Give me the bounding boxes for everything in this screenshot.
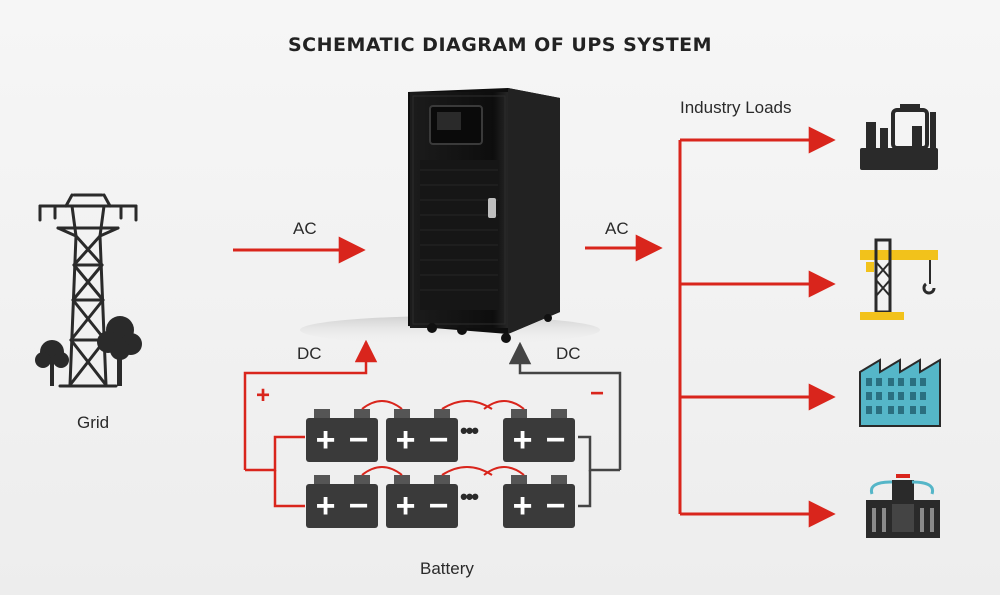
battery-minus-terminal: −: [545, 487, 566, 525]
dc-right-label: DC: [556, 344, 581, 363]
ac-input-label: AC: [293, 219, 317, 238]
battery-minus-terminal: −: [348, 487, 369, 525]
industry-loads-label: Industry Loads: [680, 98, 792, 117]
battery-plus-terminal: +: [315, 487, 336, 525]
battery-plus-terminal: +: [512, 487, 533, 525]
battery-minus-terminal: −: [428, 487, 449, 525]
dc-left-label: DC: [297, 344, 322, 363]
diagram-title: SCHEMATIC DIAGRAM OF UPS SYSTEM: [287, 34, 713, 56]
positive-terminal-sign: +: [256, 382, 271, 409]
battery-plus-terminal: +: [315, 421, 336, 459]
battery-minus-terminal: −: [545, 421, 566, 459]
tree-icon: [35, 316, 142, 386]
power-plant-icon: [866, 474, 940, 538]
office-building-icon: [859, 358, 941, 427]
factory-icon: [860, 104, 938, 170]
ups-cabinet-icon: [300, 88, 600, 344]
battery-bank: [306, 400, 575, 528]
battery-cell: + −: [389, 420, 455, 460]
grid-label: Grid: [77, 413, 110, 432]
load-bus: [678, 126, 836, 528]
dc-wiring: [243, 339, 622, 508]
battery-cell: + −: [309, 420, 375, 460]
battery-cell: + −: [389, 486, 455, 526]
ac-output-label: AC: [605, 219, 629, 238]
battery-minus-terminal: −: [428, 421, 449, 459]
battery-label: Battery: [420, 559, 474, 578]
battery-minus-terminal: −: [348, 421, 369, 459]
battery-cell: + −: [506, 486, 572, 526]
negative-terminal-sign: −: [590, 380, 605, 407]
crane-icon: [860, 238, 938, 320]
battery-plus-terminal: +: [395, 487, 416, 525]
transmission-tower-icon: [38, 193, 138, 388]
battery-plus-terminal: +: [395, 421, 416, 459]
battery-cell: + −: [309, 486, 375, 526]
battery-cell: + −: [506, 420, 572, 460]
battery-plus-terminal: +: [512, 421, 533, 459]
battery-series-ellipsis: •••: [460, 484, 479, 509]
battery-series-ellipsis: •••: [460, 418, 479, 443]
